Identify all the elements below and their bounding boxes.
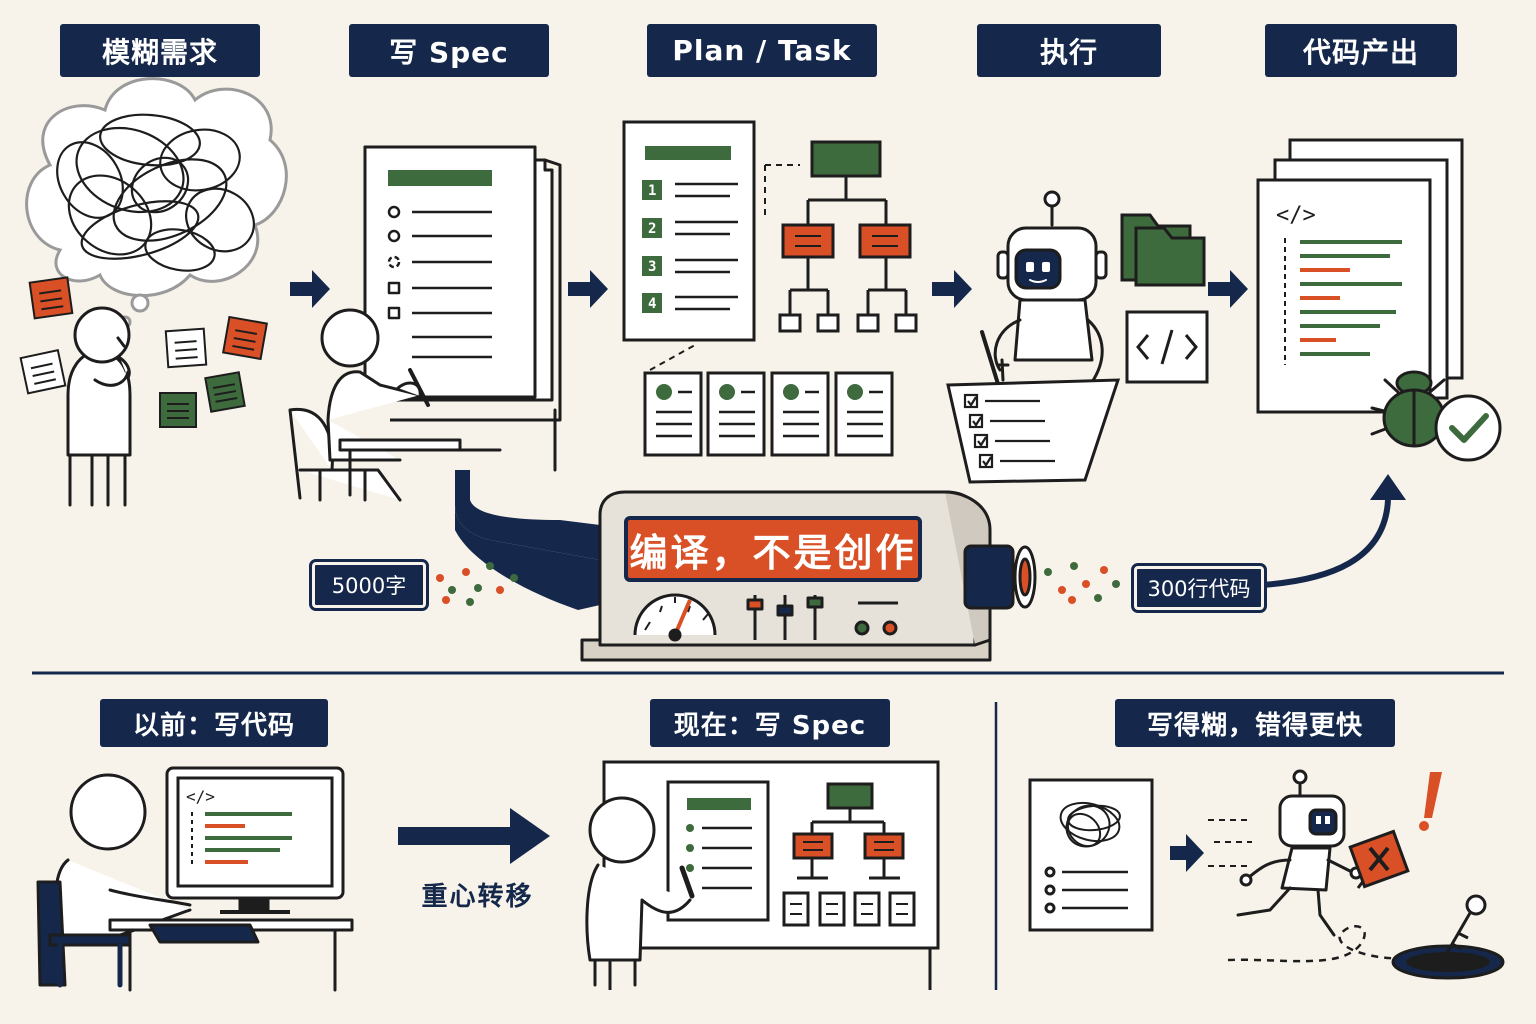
speed-lines [1208,820,1252,866]
svg-text:1: 1 [648,183,656,199]
task-card-icon [645,373,892,455]
stage-label-vague-requirements: 模糊需求 [60,24,260,77]
svg-text:4: 4 [648,296,656,312]
code-stack-icon: </> [1258,140,1462,412]
stage-label-code-output: 代码产出 [1265,24,1457,77]
warning-sign-icon [1350,831,1408,888]
code-file-icon [1127,312,1207,382]
exclamation-icon [1419,772,1442,831]
warning-label: 写得糊，错得更快 [1115,699,1395,747]
stage-label-execute: 执行 [977,24,1161,77]
shift-caption: 重心转移 [405,876,550,912]
before-label: 以前：写代码 [100,699,328,747]
plan-checklist-icon: 1 2 3 4 [624,122,754,340]
thinking-person-icon [68,308,130,505]
folder-icon [1122,215,1204,285]
output-arrow [1262,500,1388,585]
monitor-code-glyph: </> [186,787,215,806]
now-label: 现在：写 Spec [650,699,890,747]
stage-label-write-spec: 写 Spec [349,24,549,77]
dashed-path [1228,926,1400,961]
input-size-tag: 5000字 [312,562,426,608]
checklist-paper-icon [948,380,1118,482]
spec-document-icon [365,147,560,420]
code-glyph: </> [1276,203,1316,228]
output-size-tag: 300行代码 [1134,566,1264,610]
check-icon [1436,396,1500,460]
output-arrow-head [1370,474,1406,500]
robot-icon [982,192,1106,403]
small-arrow-icon [1170,834,1204,872]
compiler-banner: 编译，不是创作 [624,516,922,582]
vague-spec-icon [1030,780,1152,930]
svg-text:2: 2 [648,221,656,237]
stage-label-plan-task: Plan / Task [647,24,877,77]
whiteboard-icon [604,762,938,990]
running-robot-icon [1238,771,1361,935]
svg-text:3: 3 [648,259,656,275]
monitor-icon: </> [167,768,343,912]
shift-arrow-icon [398,808,550,864]
